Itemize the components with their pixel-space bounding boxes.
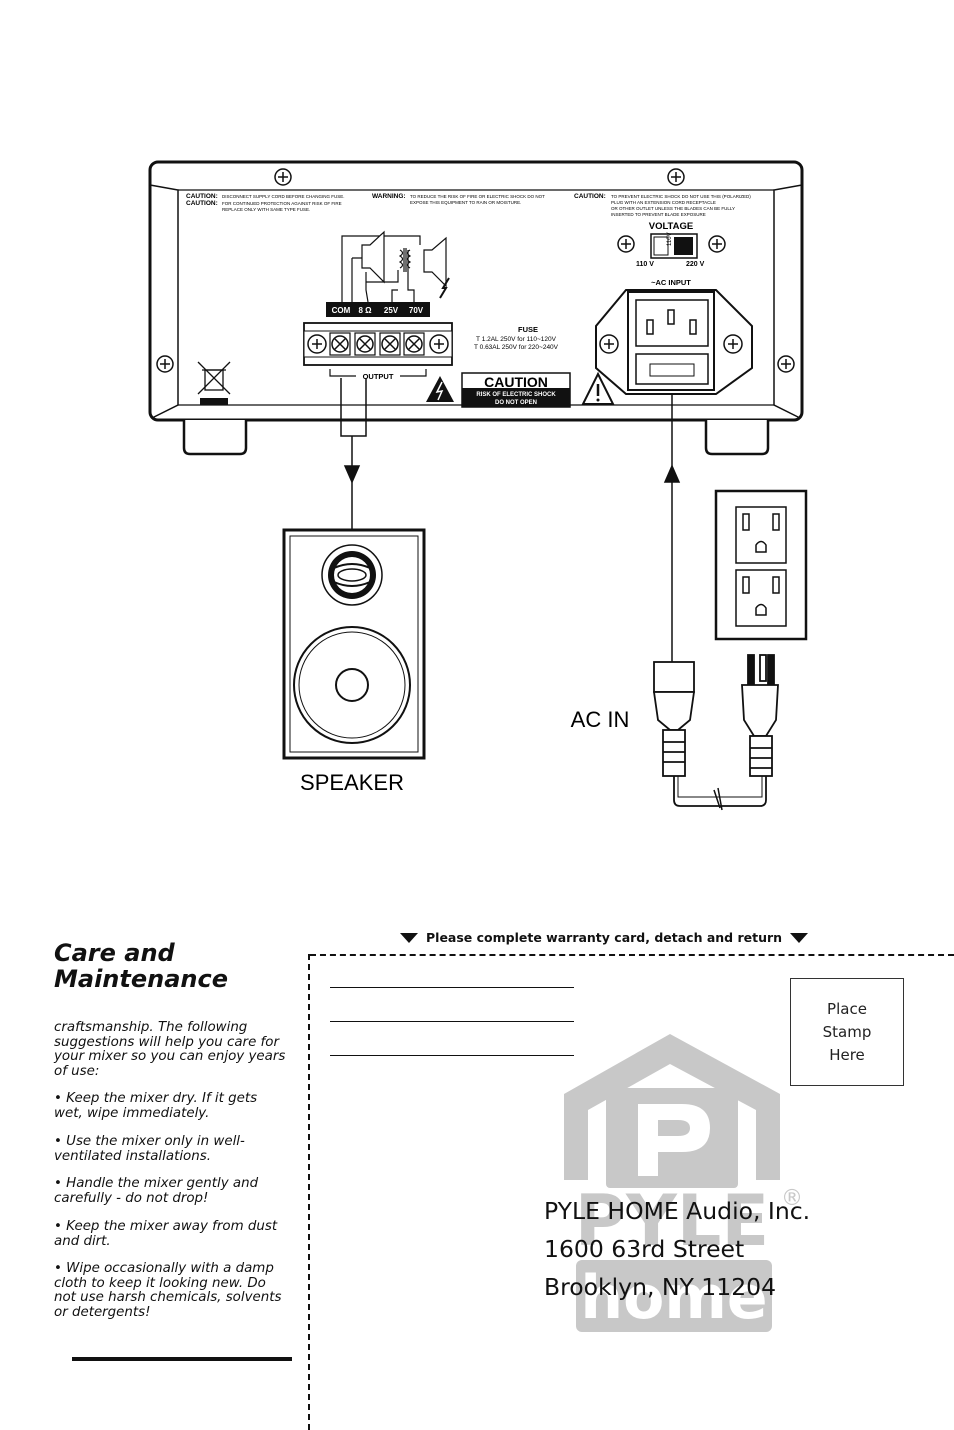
- terminal-screw-icon: [307, 334, 327, 354]
- caution-subtext: DO NOT OPEN: [495, 400, 537, 406]
- warranty-instruction: Please complete warranty card, detach an…: [400, 930, 809, 945]
- weee-bin-icon: [197, 361, 231, 405]
- speaker-icon: [282, 528, 426, 760]
- ac-cable: [663, 394, 681, 662]
- voltage-switch[interactable]: 110V: [650, 232, 698, 259]
- caution-left-label: CAUTION:: [186, 193, 218, 200]
- voltage-110-label: 110 V: [636, 261, 654, 268]
- caution-left-label: CAUTION:: [186, 200, 218, 207]
- caution-right-text: TO PREVENT ELECTRIC SHOCK DO NOT USE THI…: [611, 194, 751, 199]
- wall-outlet-icon: [714, 489, 808, 641]
- care-title: Care and Maintenance: [54, 940, 304, 992]
- terminal-screw-icon: [379, 332, 401, 356]
- triangle-down-icon: [400, 932, 418, 943]
- stamp-text: Here: [829, 1045, 865, 1064]
- address-line: PYLE HOME Audio, Inc.: [544, 1197, 811, 1225]
- care-tip: • Keep the mixer away from dust and dirt…: [54, 1219, 278, 1249]
- ac-input-label: ~AC INPUT: [651, 278, 691, 287]
- screw-icon: [667, 168, 685, 186]
- caution-heading: CAUTION: [484, 374, 548, 390]
- address-line: 1600 63rd Street: [544, 1235, 745, 1263]
- transformer-schematic: [341, 230, 447, 303]
- care-tip: • Use the mixer only in well-ventilated …: [54, 1134, 245, 1164]
- fuse-rating: T 1.2AL 250V for 110~120V: [476, 336, 557, 343]
- caution-right-text: OR OTHER OUTLET UNLESS THE BLADES CAN BE…: [611, 206, 735, 211]
- terminal-screw-icon: [354, 332, 376, 356]
- caution-subtext: RISK OF ELECTRIC SHOCK: [476, 392, 556, 398]
- caution-right-label: CAUTION:: [574, 193, 606, 200]
- registered-mark: ®: [781, 1186, 803, 1211]
- screw-icon: [274, 168, 292, 186]
- power-cord-icon: [652, 654, 779, 811]
- caution-left-text: REPLACE ONLY WITH SAME TYPE FUSE.: [222, 207, 310, 212]
- ac-input-socket[interactable]: [595, 289, 753, 395]
- fuse-label: FUSE: [518, 325, 538, 334]
- stamp-box: Place Stamp Here: [790, 978, 904, 1086]
- return-address-line[interactable]: [330, 987, 574, 988]
- output-terminal-block[interactable]: [303, 322, 453, 366]
- screw-icon: [599, 334, 619, 354]
- terminal-screw-icon: [329, 332, 351, 356]
- care-title-line: Care and: [54, 939, 175, 967]
- screw-icon: [156, 355, 174, 373]
- warning-text: EXPOSE THIS EQUIPMENT TO RAIN OR MOISTUR…: [410, 200, 521, 205]
- care-tip: • Handle the mixer gently and carefully …: [54, 1176, 259, 1206]
- stamp-text: Stamp: [822, 1022, 872, 1041]
- logo-text: PYLE: [575, 1180, 769, 1262]
- voltage-switch-text: 110V: [667, 232, 673, 246]
- shock-warning-icon: [426, 376, 454, 402]
- voltage-220-label: 220 V: [686, 261, 705, 268]
- return-address-line[interactable]: [330, 1055, 574, 1056]
- divider: [72, 1357, 292, 1361]
- cut-line-vertical: [308, 954, 310, 1430]
- triangle-down-icon: [790, 932, 809, 943]
- caution-right-text: INSERTED TO PREVENT BLADE EXPOSURE: [611, 212, 706, 217]
- care-tip: • Wipe occasionally with a damp cloth to…: [54, 1261, 282, 1320]
- lightning-icon: [439, 277, 450, 299]
- voltage-label: VOLTAGE: [649, 221, 694, 232]
- screw-icon: [617, 235, 635, 253]
- caution-left-text: FOR CONTINUED PROTECTION AGAINST RISK OF…: [222, 201, 342, 206]
- stamp-text: Place: [827, 999, 867, 1018]
- terminal-label-70v: 70V: [409, 306, 424, 315]
- care-tip: • Keep the mixer dry. If it gets wet, wi…: [54, 1091, 258, 1121]
- warning-text: TO REDUCE THE RISK OF FIRE OR ELECTRIC S…: [410, 194, 545, 199]
- speaker-cable: [340, 378, 367, 530]
- cut-line-horizontal: [310, 954, 954, 956]
- address-line: Brooklyn, NY 11204: [544, 1273, 777, 1301]
- warning-label: WARNING:: [372, 193, 406, 200]
- care-intro: craftsmanship. The following suggestions…: [54, 1020, 286, 1079]
- fuse-rating: T 0.63AL 250V for 220~240V: [474, 344, 559, 351]
- pyle-home-logo: PYLE ® home: [564, 1034, 803, 1333]
- screw-icon: [777, 355, 795, 373]
- amplifier-rear-panel: CAUTION: DISCONNECT SUPPLY CORD BEFORE C…: [148, 160, 804, 456]
- speaker-label: SPEAKER: [300, 770, 404, 795]
- return-address-line[interactable]: [330, 1021, 574, 1022]
- terminal-label-25v: 25V: [384, 306, 399, 315]
- terminal-label-com: COM: [332, 306, 351, 315]
- terminal-label-8ohm: 8 Ω: [358, 306, 372, 315]
- caution-label-box: [461, 372, 571, 408]
- terminal-screw-icon: [403, 332, 425, 356]
- terminal-screw-icon: [429, 334, 449, 354]
- exclamation-warning-icon: [581, 371, 615, 405]
- screw-icon: [723, 334, 743, 354]
- logo-subtext: home: [580, 1263, 767, 1333]
- terminal-label-bar: [326, 302, 430, 317]
- warranty-instruction-text: Please complete warranty card, detach an…: [426, 930, 783, 945]
- connection-diagram: CAUTION: DISCONNECT SUPPLY CORD BEFORE C…: [148, 160, 808, 811]
- caution-left-text: DISCONNECT SUPPLY CORD BEFORE CHANGING F…: [222, 194, 345, 199]
- output-label: OUTPUT: [363, 372, 394, 381]
- caution-right-text: PLUG WITH AN EXTENSION CORD RECEPTACLE: [611, 200, 716, 205]
- screw-icon: [708, 235, 726, 253]
- ac-in-label: AC IN: [571, 707, 630, 732]
- care-title-line: Maintenance: [54, 965, 229, 993]
